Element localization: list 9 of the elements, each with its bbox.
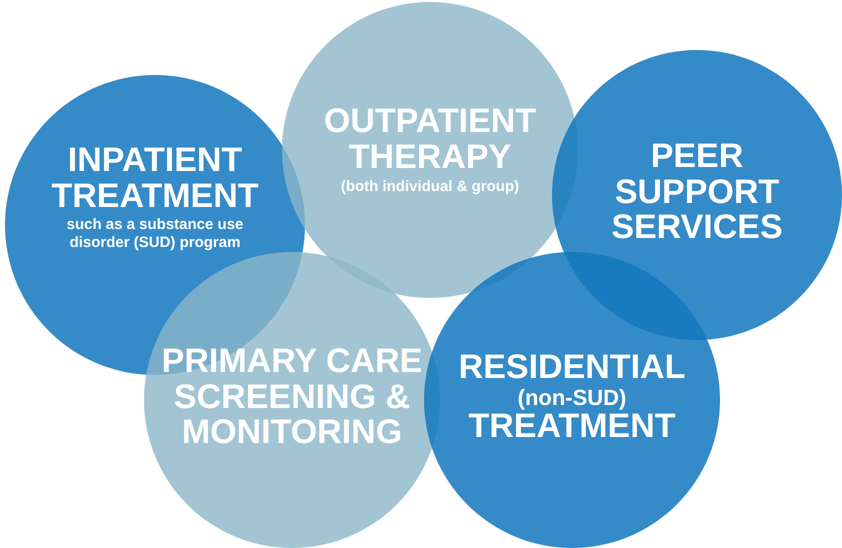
circle-subtext: (non-SUD)	[518, 386, 626, 410]
circle-heading: INPATIENT TREATMENT	[50, 142, 260, 214]
circle-subtext: such as a substance use disorder (SUD) program	[66, 216, 244, 252]
circle-heading: TREATMENT	[468, 409, 676, 445]
circle-subtext: (both individual & group)	[340, 178, 520, 196]
circle-heading: PEER SUPPORT SERVICES	[610, 138, 784, 246]
circle-heading: RESIDENTIAL	[458, 350, 686, 386]
circle-heading: PRIMARY CARE SCREENING & MONITORING	[160, 344, 424, 452]
circle-heading: OUTPATIENT THERAPY	[322, 104, 538, 176]
